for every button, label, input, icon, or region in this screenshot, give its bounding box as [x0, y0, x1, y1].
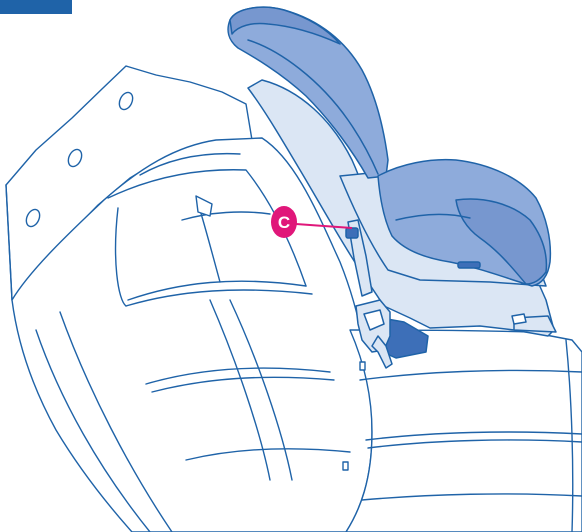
anchor-mark-2: [343, 462, 348, 470]
child-seat-notch: [512, 314, 526, 324]
callout-label: C: [278, 213, 290, 232]
strap-adjuster: [346, 228, 358, 238]
belt-guide-slot: [458, 262, 480, 268]
anchor-mark-1: [360, 362, 365, 370]
